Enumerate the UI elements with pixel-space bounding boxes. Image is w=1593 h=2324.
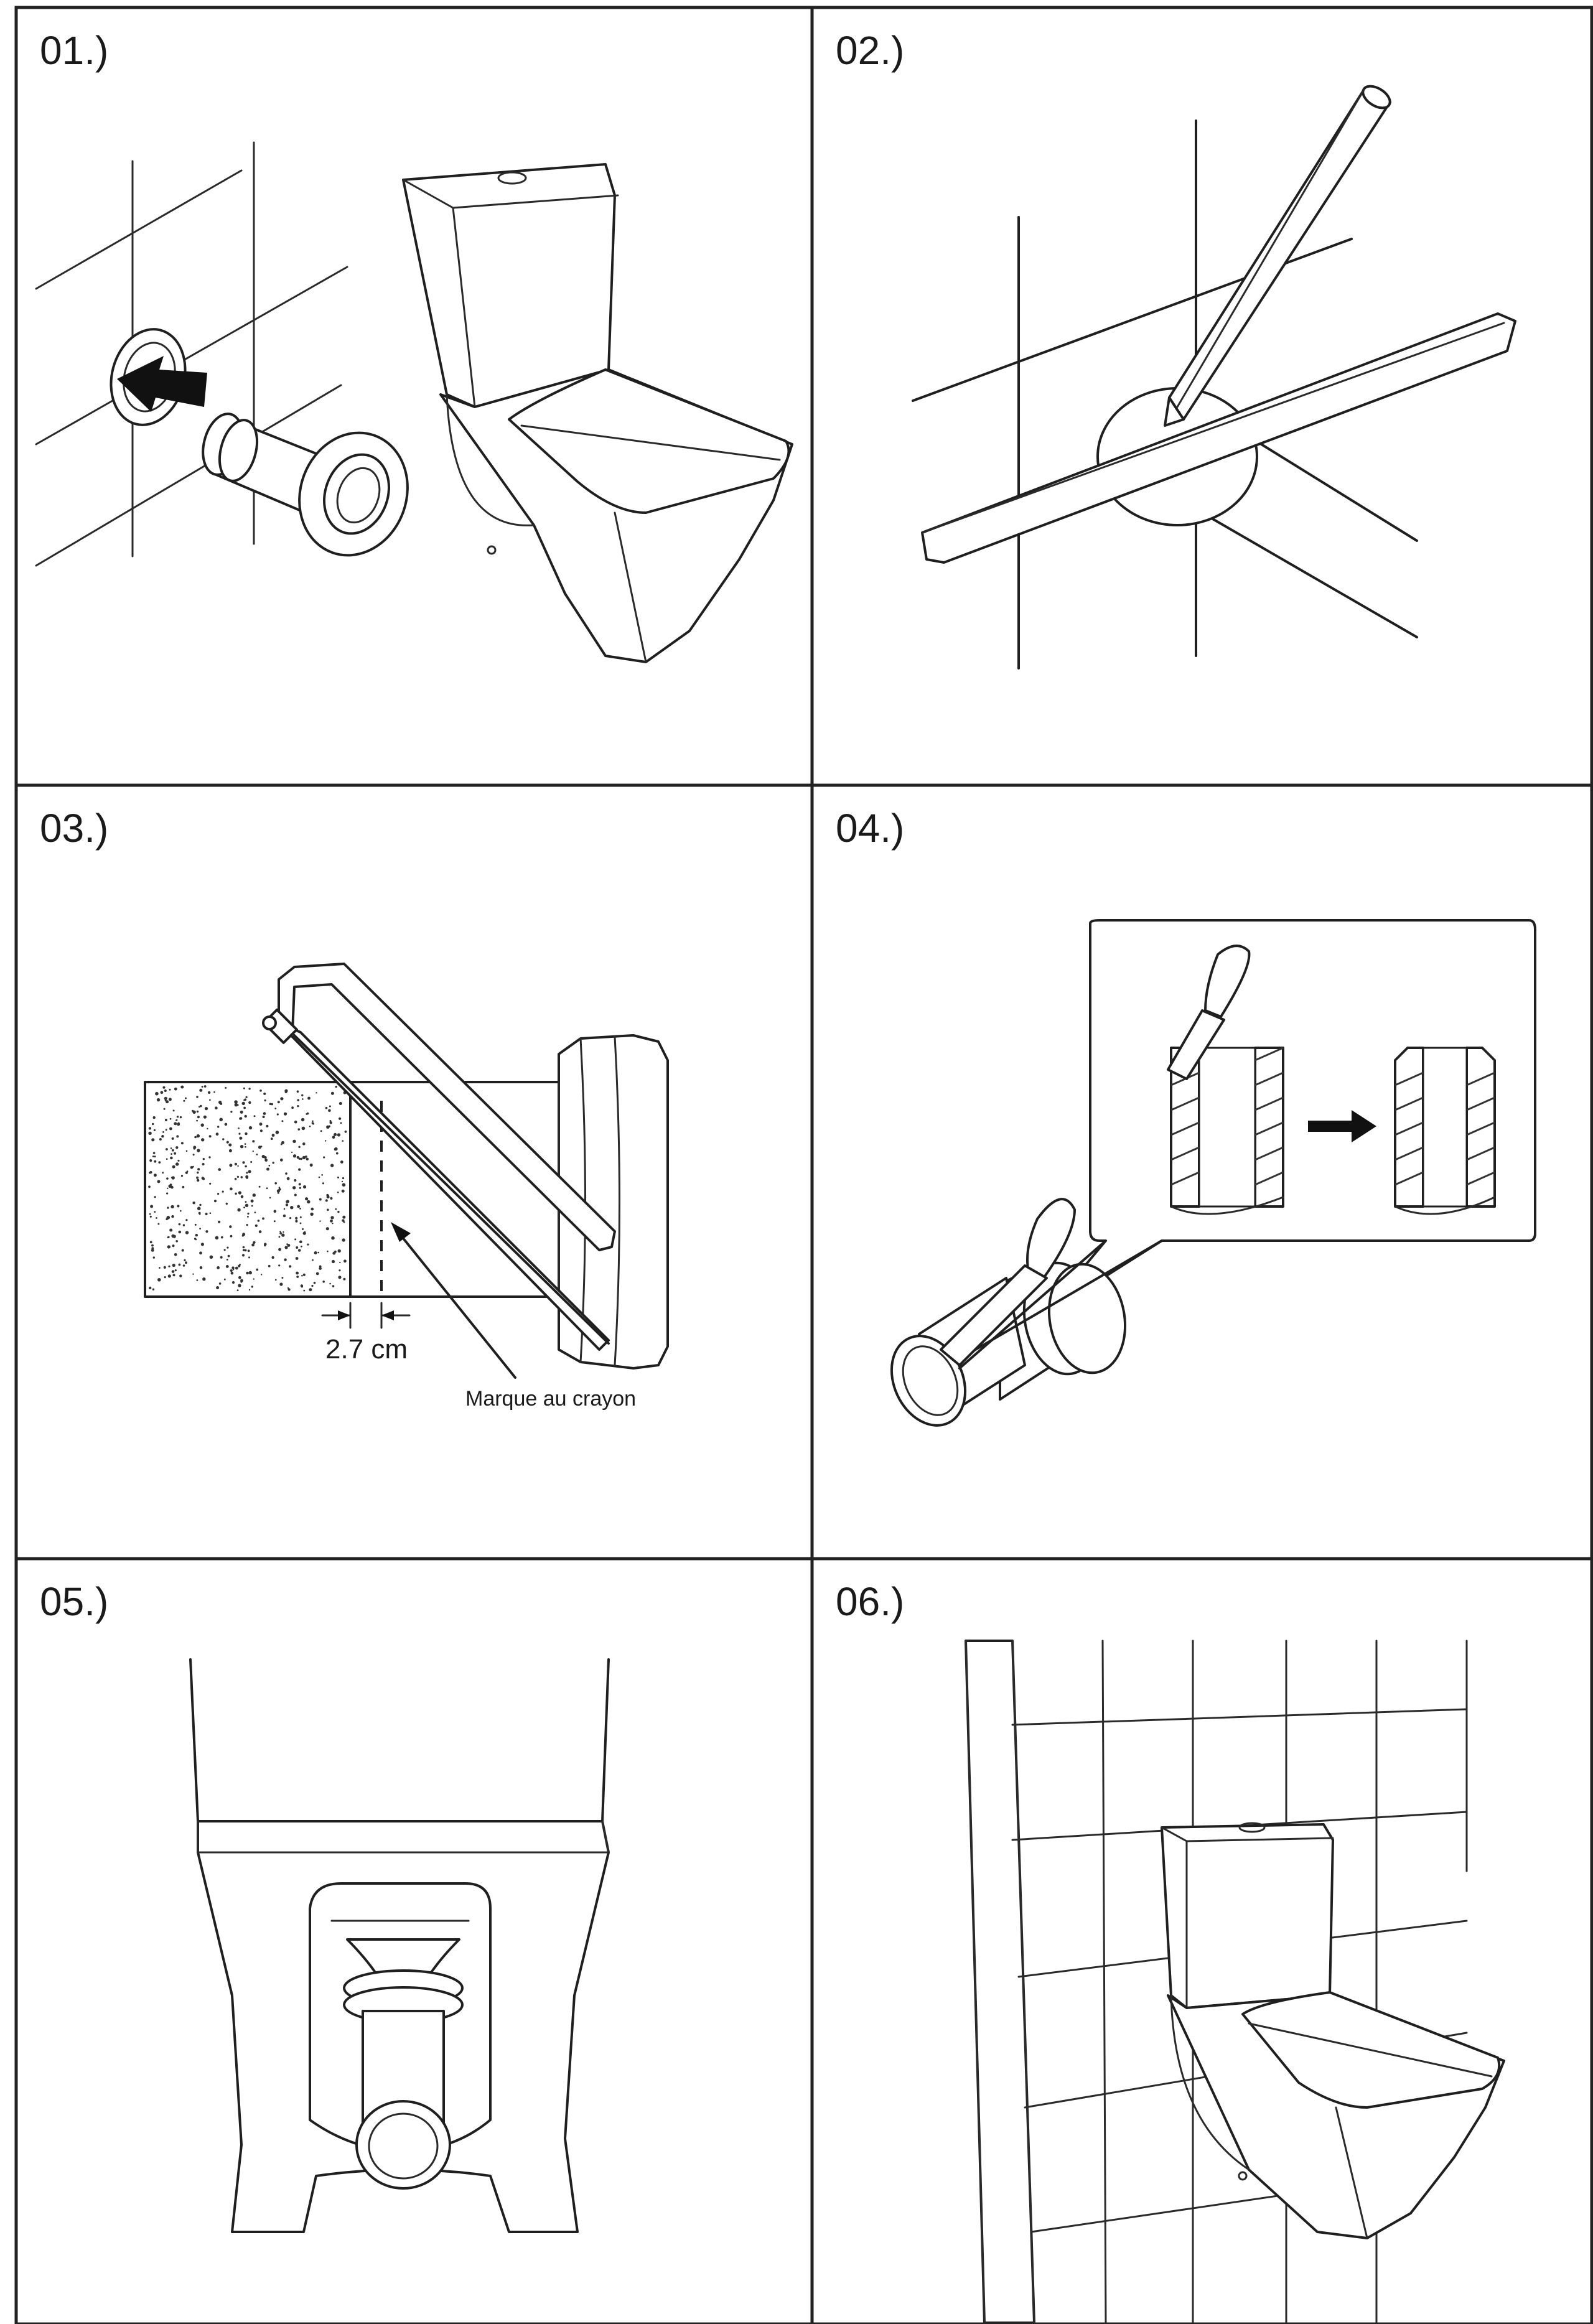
toilet-rear-view-illustration bbox=[189, 1658, 610, 2233]
pencil-icon bbox=[1164, 85, 1391, 427]
hacksaw-icon bbox=[262, 963, 616, 1351]
dimension-arrows bbox=[321, 1302, 411, 1329]
pencil-marking-illustration bbox=[912, 85, 1516, 670]
step-number: 03.) bbox=[40, 806, 109, 851]
wall-block bbox=[144, 1081, 352, 1298]
connection-pipe bbox=[202, 413, 409, 557]
level-ruler bbox=[921, 312, 1516, 564]
step-03-panel: 03.) bbox=[17, 786, 811, 1557]
step-number: 01.) bbox=[40, 28, 109, 73]
file-tool-icon bbox=[1167, 945, 1251, 1080]
cut-dimension-label: 2.7 cm bbox=[325, 1334, 408, 1365]
installed-toilet-illustration bbox=[965, 1640, 1505, 2323]
insert-arrow-icon bbox=[117, 356, 207, 412]
step-04-panel: 04.) bbox=[813, 786, 1592, 1557]
pipe-cutting-illustration bbox=[144, 963, 669, 1379]
transform-arrow-icon bbox=[1308, 1110, 1376, 1142]
detail-callout bbox=[1042, 919, 1536, 1317]
toilet-drawing bbox=[402, 163, 793, 663]
pencil-mark-arrow bbox=[391, 1222, 516, 1379]
pencil-mark-label: Marque au crayon bbox=[465, 1387, 637, 1411]
toilet-drawing bbox=[1161, 1822, 1505, 2239]
step-number: 02.) bbox=[836, 28, 905, 73]
tiled-wall bbox=[965, 1640, 1468, 2323]
pipe-deburring-illustration bbox=[890, 919, 1536, 1427]
step-06-panel: 06.) bbox=[813, 1560, 1592, 2323]
pipe-body bbox=[349, 1034, 669, 1370]
file-handle-icon bbox=[940, 1198, 1076, 1366]
step-number: 05.) bbox=[40, 1579, 109, 1624]
step-number: 04.) bbox=[836, 806, 905, 851]
step-02-panel: 02.) bbox=[813, 9, 1592, 784]
pipe-section-after bbox=[1394, 1047, 1496, 1215]
step-01-panel: 01.) bbox=[17, 9, 811, 784]
toilet-and-pipe-illustration bbox=[35, 141, 793, 663]
outlet-connector bbox=[343, 1969, 464, 2190]
step-05-panel: 05.) bbox=[17, 1560, 811, 2323]
step-number: 06.) bbox=[836, 1579, 905, 1624]
